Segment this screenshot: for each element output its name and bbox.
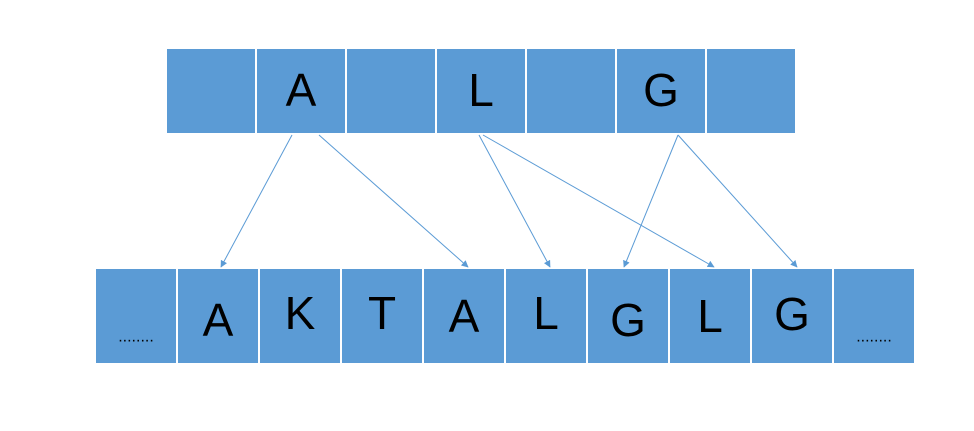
bottom-cell-letter: G [774, 288, 810, 340]
top-cell [615, 47, 707, 135]
match-arrow [482, 134, 715, 268]
top-cell [705, 47, 797, 135]
bottom-cell [94, 267, 178, 365]
top-cell [165, 47, 257, 135]
bottom-cell [586, 267, 670, 365]
top-cell [435, 47, 527, 135]
bottom-cell-letter: A [449, 290, 480, 342]
bottom-cell [668, 267, 752, 365]
bottom-cell-letter: L [533, 287, 559, 339]
ellipsis-text: ........ [856, 329, 892, 346]
bottom-cell-letter: G [610, 294, 646, 346]
match-arrow [623, 134, 679, 268]
match-arrows [220, 134, 798, 268]
ellipsis-text: ........ [118, 329, 154, 346]
top-cell [345, 47, 437, 135]
bottom-cell [258, 267, 342, 365]
bottom-cell [832, 267, 916, 365]
bottom-cell [340, 267, 424, 365]
top-cell-letter: G [643, 64, 679, 116]
bottom-cell-letter: A [203, 294, 234, 346]
top-cell-letter: L [468, 64, 494, 116]
match-arrow [318, 134, 469, 268]
bottom-cell-letter: T [368, 287, 396, 339]
bottom-cell [422, 267, 506, 365]
match-arrow [677, 134, 798, 268]
bottom-cell [504, 267, 588, 365]
match-arrow [220, 134, 293, 268]
match-arrow [478, 134, 551, 268]
top-cell-letter: A [286, 64, 317, 116]
bottom-cell-letter: K [285, 287, 316, 339]
top-cell [255, 47, 347, 135]
top-cell [525, 47, 617, 135]
bottom-cell-letter: L [697, 290, 723, 342]
